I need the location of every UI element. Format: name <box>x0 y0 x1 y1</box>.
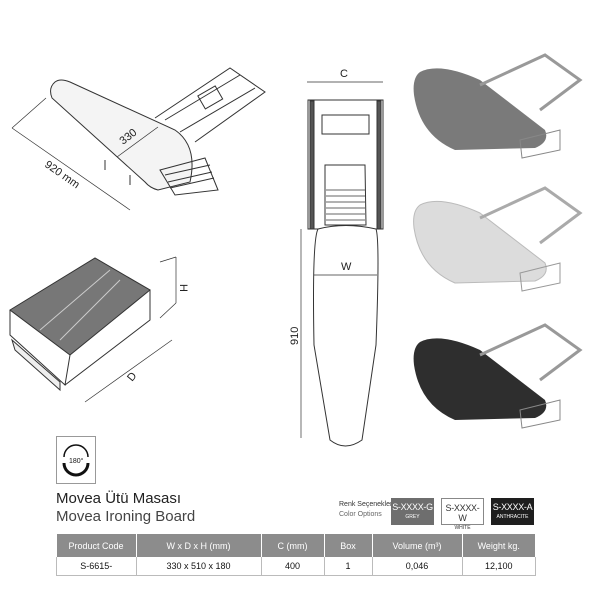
color-options-label-en: Color Options <box>339 511 382 518</box>
product-title-tr: Movea Ütü Masası <box>56 490 182 507</box>
length-dimension-label: 920 mm <box>42 159 81 192</box>
header-weight: Weight kg. <box>462 534 536 557</box>
depth-dimension-label: D <box>125 370 139 384</box>
color-options-label: Renk Seçenekleri Color Options <box>339 500 394 520</box>
color-swatch-anthracite[interactable]: S-XXXX-A ANTHRACITE <box>491 498 534 525</box>
cell-weight: 12,100 <box>461 557 536 576</box>
cell-box: 1 <box>323 557 373 576</box>
product-photo-white <box>413 186 583 292</box>
rotation-180-badge: 180° <box>56 436 96 484</box>
swatch-code: S-XXXX-W <box>445 503 480 523</box>
swatch-name: GREY <box>405 514 420 520</box>
board-width-label: W <box>341 261 352 273</box>
color-swatch-white[interactable]: S-XXXX-W WHITE <box>441 498 484 531</box>
table-row: S-6615- 330 x 510 x 180 400 1 0,046 12,1… <box>56 557 536 576</box>
header-c: C (mm) <box>261 534 325 557</box>
swatch-name: ANTHRACITE <box>496 514 529 520</box>
cell-dimensions: 330 x 510 x 180 <box>135 557 262 576</box>
header-dimensions: W x D x H (mm) <box>136 534 262 557</box>
extended-board-drawing <box>50 67 266 196</box>
folded-board-drawing <box>9 257 151 392</box>
rotate-arrows-icon: 180° <box>62 444 90 477</box>
cell-product-code: S-6615- <box>56 557 137 576</box>
table-header-row: Product Code W x D x H (mm) C (mm) Box V… <box>56 534 536 557</box>
cabinet-width-label: C <box>340 68 348 80</box>
dimension-lines <box>11 97 159 211</box>
cell-volume: 0,046 <box>371 557 463 576</box>
swatch-code: S-XXXX-G <box>392 502 433 512</box>
height-dimension-label: H <box>177 284 189 292</box>
product-photo-anthracite <box>413 323 583 429</box>
color-options-label-tr: Renk Seçenekleri <box>339 501 394 508</box>
swatch-name: WHITE <box>454 525 471 531</box>
board-length-label: 910 <box>289 327 301 345</box>
rotation-text: 180° <box>69 457 84 465</box>
header-box: Box <box>324 534 373 557</box>
header-product-code: Product Code <box>56 534 137 557</box>
color-swatch-grey[interactable]: S-XXXX-G GREY <box>391 498 434 525</box>
product-title-en: Movea Ironing Board <box>56 508 196 525</box>
swatch-code: S-XXXX-A <box>492 502 533 512</box>
product-spec-table: Product Code W x D x H (mm) C (mm) Box V… <box>56 534 536 576</box>
header-volume: Volume (m³) <box>372 534 463 557</box>
front-view-drawing <box>307 99 384 447</box>
cell-c: 400 <box>260 557 325 576</box>
product-photo-grey <box>413 53 583 159</box>
